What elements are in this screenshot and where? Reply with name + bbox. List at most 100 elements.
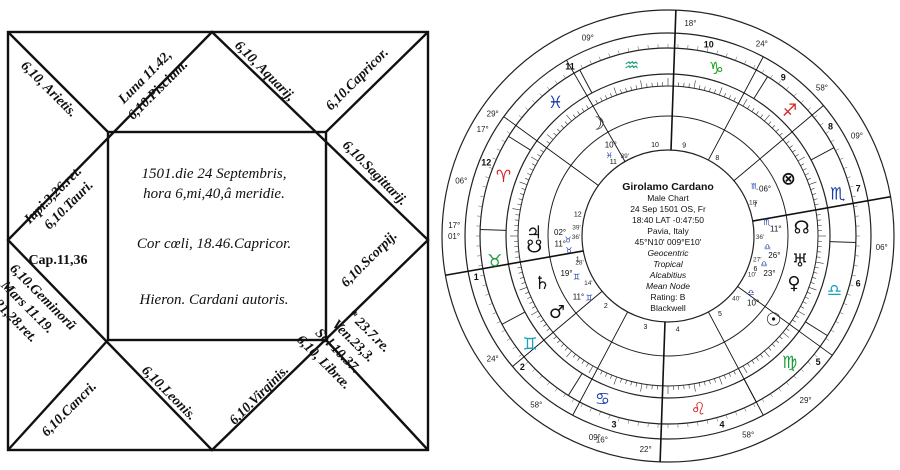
house-number: 4 bbox=[720, 419, 725, 429]
planet-glyph: ⊗ bbox=[781, 168, 796, 189]
planet-degree: 26° bbox=[768, 251, 780, 260]
sign-divider bbox=[567, 373, 583, 396]
planet-minutes: 36' bbox=[756, 234, 764, 241]
degree-tick bbox=[786, 328, 790, 332]
zodiac-sign-glyph: ♎ bbox=[827, 281, 842, 301]
degree-tick bbox=[751, 360, 755, 364]
center-line-4: Hieron. Cardani autoris. bbox=[139, 292, 289, 308]
outer-tick bbox=[525, 107, 529, 111]
zodiac-sign-glyph: ♒ bbox=[624, 56, 639, 76]
house-cusp-line bbox=[733, 105, 824, 182]
inner-square bbox=[106, 130, 328, 342]
degree-tick bbox=[804, 296, 809, 299]
opt-geocentric: Geocentric bbox=[647, 248, 689, 258]
planet-glyph: ☊ bbox=[794, 218, 810, 239]
degree-tick bbox=[810, 188, 815, 190]
house-number: 8 bbox=[828, 121, 833, 131]
outer-degree-label: 24° bbox=[756, 40, 768, 49]
degree-tick bbox=[586, 105, 589, 109]
sign-divider bbox=[480, 228, 507, 231]
planet-sign: ♊ bbox=[586, 294, 593, 303]
degree-tick bbox=[806, 178, 811, 181]
house-sagittarius: 6,10.Sagittarij. bbox=[339, 138, 410, 209]
house-cusp-line bbox=[572, 311, 629, 416]
degree-tick bbox=[808, 181, 817, 185]
outer-tick bbox=[480, 274, 485, 277]
outer-tick bbox=[506, 338, 511, 341]
outer-tick bbox=[571, 398, 575, 403]
outer-tick bbox=[525, 361, 529, 365]
outer-degree-labels: 09°18°24°58°09°06°29°58°22°09°58°24°01°1… bbox=[448, 19, 888, 454]
outer-tick bbox=[539, 375, 543, 379]
degree-tick bbox=[546, 140, 550, 144]
chart-source: Blackwell bbox=[650, 303, 686, 313]
outer-tick bbox=[598, 56, 601, 61]
planet-degree: 19° bbox=[560, 269, 572, 278]
outer-degree-label: 16° bbox=[596, 436, 608, 445]
center-line-3: Cor cœli, 18.46.Capricor. bbox=[137, 236, 291, 252]
outer-tick bbox=[830, 329, 835, 333]
outer-tick bbox=[835, 148, 840, 151]
outer-tick bbox=[761, 398, 765, 403]
outer-tick bbox=[846, 293, 851, 296]
ring-signs-inner bbox=[505, 73, 831, 399]
degree-tick bbox=[771, 125, 776, 129]
degree-tick bbox=[698, 382, 701, 387]
outer-tick bbox=[849, 186, 854, 188]
outer-tick bbox=[608, 414, 611, 419]
degree-tick bbox=[814, 266, 819, 269]
chart-rating: Rating: B bbox=[651, 292, 686, 302]
degree-tick bbox=[553, 132, 557, 136]
zodiac-sign-glyph: ♈ bbox=[496, 167, 511, 187]
degree-tick bbox=[703, 86, 706, 91]
house-number: 1 bbox=[474, 272, 479, 282]
chart-time: 18:40 LAT -0:47:50 bbox=[632, 215, 704, 225]
outer-tick bbox=[478, 205, 483, 207]
degree-tick bbox=[546, 328, 550, 332]
degree-tick bbox=[581, 360, 585, 364]
degree-tick bbox=[797, 310, 805, 316]
outer-tick bbox=[846, 176, 851, 179]
outer-tick bbox=[482, 284, 487, 286]
zodiac-sign-glyph: ♐ bbox=[782, 101, 797, 121]
outer-tick bbox=[637, 421, 639, 426]
zodiac-sign-glyph: ♍ bbox=[782, 353, 797, 373]
degree-tick bbox=[531, 156, 539, 162]
degree-tick bbox=[529, 301, 534, 304]
house-number: 3 bbox=[611, 419, 616, 429]
degree-tick bbox=[775, 128, 779, 133]
planet-glyphs: ☽10°♓39'⊗06°♏18'☊11°♏36'♅26°♎27'♀23°♎10'… bbox=[526, 113, 810, 330]
outer-tick bbox=[839, 157, 844, 160]
degree-tick bbox=[812, 193, 817, 195]
zodiac-sign-glyph: ♊ bbox=[522, 335, 537, 355]
degree-tick bbox=[733, 370, 736, 375]
degree-tick bbox=[543, 323, 547, 327]
house-scorpio: 6,10.Scorpij. bbox=[339, 229, 401, 291]
degree-tick bbox=[802, 168, 807, 171]
outer-tick bbox=[793, 375, 797, 379]
inner-house-number: 9 bbox=[682, 142, 686, 149]
planet-degree: 23° bbox=[763, 269, 775, 278]
house-cusp-line bbox=[512, 290, 603, 367]
planet-degree: 10° bbox=[605, 140, 617, 149]
degree-tick bbox=[531, 310, 539, 316]
house-cap-cusp: Cap.11,36 bbox=[28, 253, 87, 268]
outer-tick bbox=[563, 393, 566, 398]
outer-tick bbox=[501, 139, 506, 143]
degree-tick bbox=[519, 287, 528, 291]
sign-divider bbox=[579, 69, 593, 94]
outer-tick bbox=[819, 122, 824, 126]
degree-tick bbox=[531, 163, 536, 166]
degree-tick bbox=[625, 380, 627, 385]
outer-degree-label: 29° bbox=[800, 396, 812, 405]
outer-tick bbox=[480, 195, 485, 198]
degree-tick bbox=[566, 114, 572, 122]
degree-tick bbox=[527, 173, 532, 176]
degree-tick bbox=[518, 271, 523, 274]
house-cusp-line bbox=[503, 116, 599, 186]
degree-tick bbox=[600, 97, 603, 102]
outer-degree-label: 06° bbox=[876, 243, 888, 252]
outer-tick bbox=[807, 107, 811, 111]
degree-tick bbox=[751, 108, 755, 112]
